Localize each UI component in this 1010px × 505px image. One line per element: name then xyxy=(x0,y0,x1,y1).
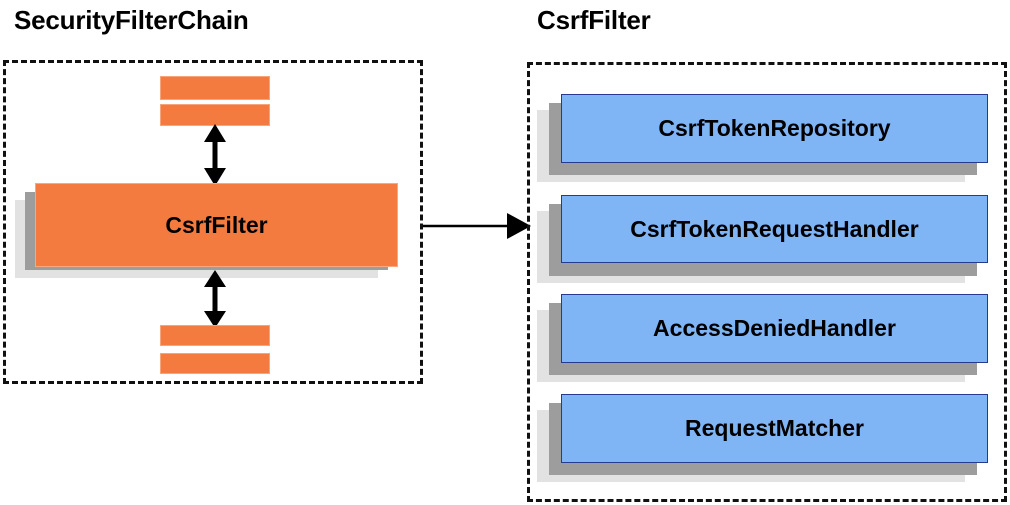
component-label: CsrfTokenRequestHandler xyxy=(630,215,919,242)
component-label: CsrfTokenRepository xyxy=(658,115,891,141)
csrffilter-components-container xyxy=(527,62,1007,502)
right-panel-title: CsrfFilter xyxy=(537,5,651,35)
double-arrow-up xyxy=(198,124,232,186)
left-panel-title: SecurityFilterChain xyxy=(14,5,249,35)
filter-bar-top-1 xyxy=(160,76,270,100)
double-arrow-down xyxy=(198,270,232,328)
component-request-matcher[interactable]: RequestMatcher xyxy=(561,394,988,463)
csrffilter-block-label: CsrfFilter xyxy=(165,211,268,238)
csrffilter-block[interactable]: CsrfFilter xyxy=(35,183,398,267)
component-label: RequestMatcher xyxy=(685,415,864,441)
component-label: AccessDeniedHandler xyxy=(653,315,896,341)
component-access-denied-handler[interactable]: AccessDeniedHandler xyxy=(561,294,988,363)
filter-bar-bottom-2 xyxy=(160,353,270,374)
csrffilter-expansion-arrow xyxy=(423,213,531,239)
filter-bar-bottom-1 xyxy=(160,325,270,346)
component-csrf-token-repository[interactable]: CsrfTokenRepository xyxy=(561,94,988,163)
security-filter-chain-container xyxy=(3,60,423,384)
component-csrf-token-request-handler[interactable]: CsrfTokenRequestHandler xyxy=(561,195,988,263)
filter-bar-top-2 xyxy=(160,104,270,126)
